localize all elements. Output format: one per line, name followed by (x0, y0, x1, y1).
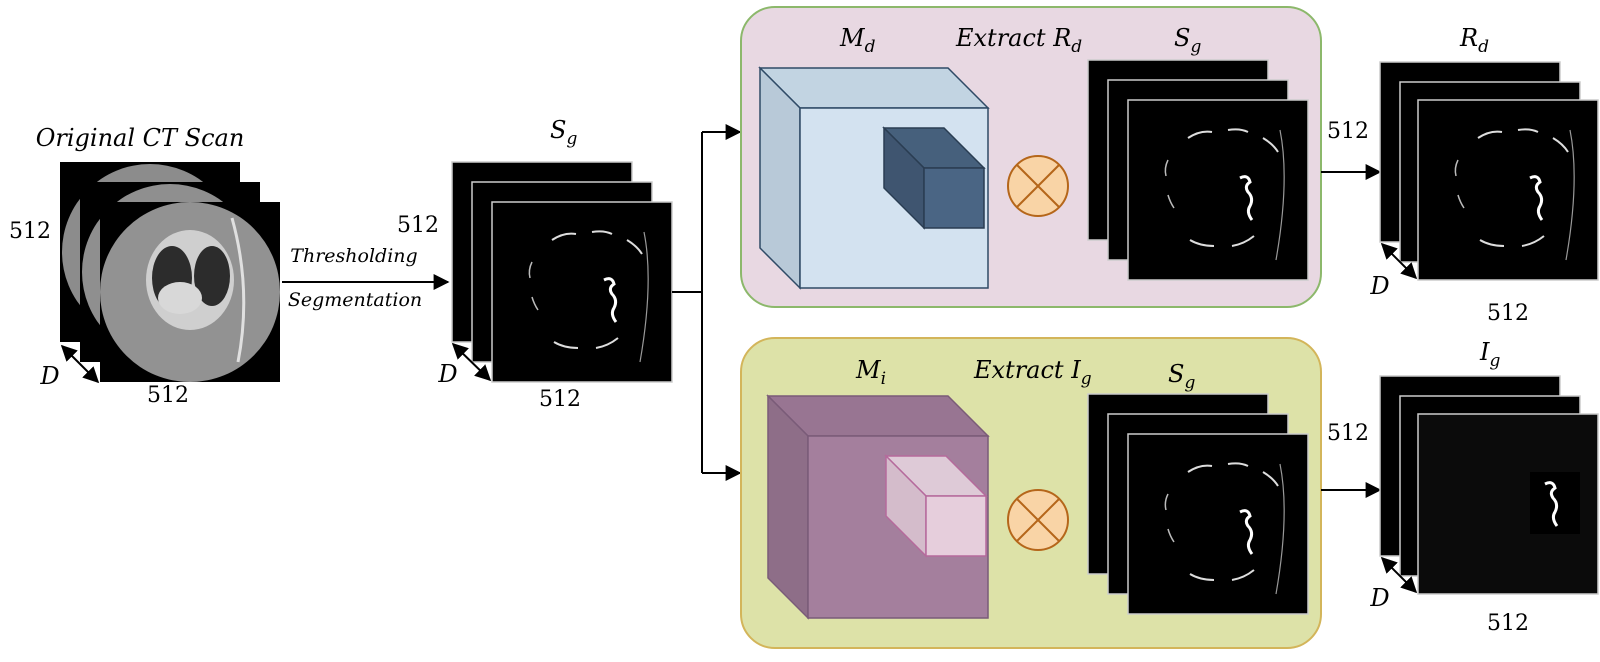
ct-scan-stack (60, 162, 280, 382)
mi-inner-cube (884, 454, 988, 558)
ig-depth-label: D (1369, 584, 1389, 612)
top-output-height-label: 512 (1327, 119, 1369, 144)
ct-depth-label: D (39, 362, 59, 390)
rd-width-label: 512 (1487, 301, 1529, 326)
ct-height-label: 512 (9, 219, 51, 244)
extract-rd-label: Extract Rd (955, 24, 1082, 57)
sg-height-label: 512 (397, 213, 439, 238)
bottom-sg-stack (1087, 393, 1309, 615)
extract-ig-label: Extract Ig (973, 356, 1092, 389)
rd-depth-arrow (1380, 242, 1418, 280)
sg-width-label: 512 (539, 387, 581, 412)
bottom-multiply-icon (1007, 489, 1069, 551)
rd-stack (1379, 61, 1599, 281)
segmented-stack (451, 161, 673, 383)
ig-depth-arrow (1380, 556, 1418, 594)
ig-stack (1379, 375, 1599, 595)
ig-width-label: 512 (1487, 611, 1529, 636)
thresholding-label: Thresholding (290, 245, 417, 267)
mi-label: Mi (855, 356, 886, 389)
sg-depth-arrow (451, 342, 492, 382)
rd-label: Rd (1459, 24, 1489, 57)
bottom-sg-label: Sg (1168, 360, 1195, 393)
ct-title: Original CT Scan (36, 124, 245, 152)
sg-depth-label: D (437, 360, 457, 388)
segmentation-label: Segmentation (288, 289, 422, 311)
ig-label: Ig (1479, 338, 1500, 371)
ct-width-label: 512 (147, 383, 189, 408)
rd-depth-label: D (1369, 272, 1389, 300)
top-sg-label: Sg (1174, 24, 1201, 57)
md-inner-cube (882, 126, 986, 230)
md-label: Md (839, 24, 876, 57)
top-sg-stack (1087, 59, 1309, 281)
top-multiply-icon (1007, 155, 1069, 217)
sg-main-label: Sg (550, 116, 577, 149)
bottom-output-height-label: 512 (1327, 421, 1369, 446)
ct-depth-arrow (60, 344, 100, 384)
